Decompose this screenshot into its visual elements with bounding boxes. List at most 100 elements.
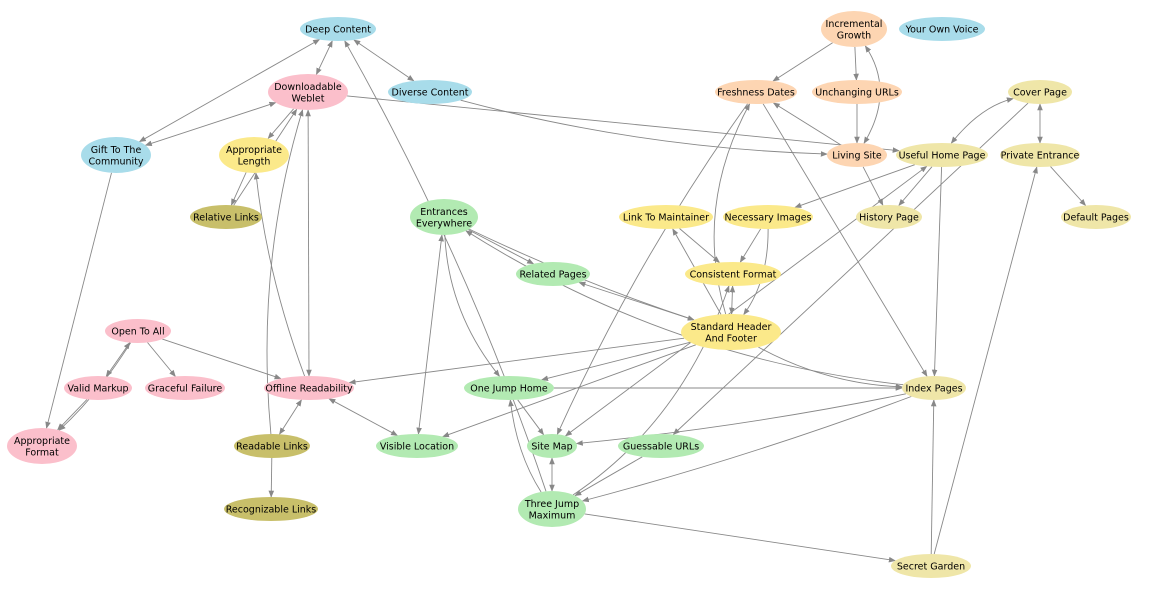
node-label-recognizable-links: Recognizable Links (226, 505, 317, 516)
node-site-map[interactable]: Site Map (527, 434, 577, 458)
node-label-appropriate-format: Appropriate (14, 436, 70, 447)
node-history-page[interactable]: History Page (856, 205, 922, 229)
node-label-entrances-everywhere: Entrances (420, 207, 468, 218)
node-useful-home-page[interactable]: Useful Home Page (896, 143, 988, 167)
node-related-pages[interactable]: Related Pages (516, 262, 590, 286)
node-shape-site-map (527, 434, 577, 458)
node-offline-readability[interactable]: Offline Readability (264, 376, 354, 400)
node-label-three-jump-maximum: Three Jump (524, 499, 579, 510)
node-valid-markup[interactable]: Valid Markup (64, 376, 132, 400)
node-visible-location[interactable]: Visible Location (376, 434, 458, 458)
node-label-visible-location: Visible Location (380, 442, 454, 453)
node-label-valid-markup: Valid Markup (67, 384, 128, 395)
node-shape-one-jump-home (464, 376, 554, 400)
node-label-link-to-maintainer: Link To Maintainer (623, 213, 709, 224)
edge-diverse-content-to-living-site (460, 99, 828, 157)
node-label-your-own-voice: Your Own Voice (905, 25, 979, 36)
node-shape-history-page (856, 205, 922, 229)
edge-incremental-growth-to-unchanging-urls (853, 46, 859, 81)
node-shape-guessable-urls (618, 434, 704, 458)
edge-standard-header-and-footer-to-visible-location (442, 344, 696, 438)
edge-private-entrance-to-default-pages (1050, 166, 1087, 207)
node-shape-useful-home-page (896, 143, 988, 167)
edge-cover-page-to-useful-home-page (950, 97, 1014, 144)
edge-three-jump-maximum-to-index-pages (581, 396, 912, 503)
edge-entrances-everywhere-to-index-pages (465, 230, 904, 386)
node-label-necessary-images: Necessary Images (725, 213, 812, 224)
node-shape-cover-page (1008, 80, 1072, 104)
node-living-site[interactable]: Living Site (827, 143, 887, 167)
node-label-living-site: Living Site (832, 151, 882, 162)
edge-standard-header-and-footer-to-related-pages (578, 281, 695, 321)
node-label-diverse-content: Diverse Content (392, 88, 469, 99)
node-consistent-format[interactable]: Consistent Format (685, 262, 781, 286)
node-diverse-content[interactable]: Diverse Content (388, 80, 472, 104)
node-label-freshness-dates: Freshness Dates (717, 88, 795, 99)
node-one-jump-home[interactable]: One Jump Home (464, 376, 554, 400)
node-open-to-all[interactable]: Open To All (105, 319, 171, 343)
node-deep-content[interactable]: Deep Content (300, 17, 376, 41)
node-recognizable-links[interactable]: Recognizable Links (224, 497, 318, 521)
node-shape-your-own-voice (899, 17, 985, 41)
node-label-appropriate-length: Appropriate (226, 145, 282, 156)
edges-layer (45, 39, 1087, 563)
node-label-standard-header-and-footer: And Footer (705, 333, 757, 344)
node-default-pages[interactable]: Default Pages (1061, 205, 1131, 229)
edge-standard-header-and-footer-to-offline-readability (348, 337, 685, 385)
edge-entrances-everywhere-to-related-pages (467, 229, 535, 265)
node-label-appropriate-format: Format (25, 447, 59, 458)
edge-appropriate-length-to-relative-links (230, 172, 247, 206)
node-shape-open-to-all (105, 319, 171, 343)
node-shape-three-jump-maximum (518, 491, 586, 527)
node-link-to-maintainer[interactable]: Link To Maintainer (619, 205, 713, 229)
node-shape-consistent-format (685, 262, 781, 286)
node-label-deep-content: Deep Content (305, 25, 371, 36)
node-shape-entrances-everywhere (410, 199, 478, 235)
node-freshness-dates[interactable]: Freshness Dates (715, 80, 797, 104)
node-label-default-pages: Default Pages (1063, 213, 1129, 224)
node-readable-links[interactable]: Readable Links (234, 434, 310, 458)
node-private-entrance[interactable]: Private Entrance (1000, 143, 1080, 167)
node-guessable-urls[interactable]: Guessable URLs (618, 434, 704, 458)
node-label-private-entrance: Private Entrance (1001, 151, 1080, 162)
node-label-useful-home-page: Useful Home Page (899, 151, 986, 162)
node-shape-readable-links (234, 434, 310, 458)
node-shape-link-to-maintainer (619, 205, 713, 229)
edge-one-jump-home-to-site-map (517, 399, 545, 436)
node-shape-default-pages (1061, 205, 1131, 229)
node-label-downloadable-weblet: Weblet (292, 93, 325, 104)
node-shape-valid-markup (64, 376, 132, 400)
node-label-appropriate-length: Length (238, 156, 271, 167)
node-your-own-voice[interactable]: Your Own Voice (899, 17, 985, 41)
node-shape-gift-to-the-community (81, 137, 151, 173)
node-necessary-images[interactable]: Necessary Images (723, 205, 813, 229)
node-shape-diverse-content (388, 80, 472, 104)
node-unchanging-urls[interactable]: Unchanging URLs (812, 80, 902, 104)
node-cover-page[interactable]: Cover Page (1008, 80, 1072, 104)
node-graceful-failure[interactable]: Graceful Failure (145, 376, 225, 400)
node-secret-garden[interactable]: Secret Garden (891, 554, 971, 578)
node-label-open-to-all: Open To All (111, 327, 164, 338)
node-label-incremental-growth: Growth (837, 30, 871, 41)
edge-offline-readability-to-readable-links (279, 399, 302, 435)
node-shape-living-site (827, 143, 887, 167)
node-index-pages[interactable]: Index Pages (902, 376, 966, 400)
node-relative-links[interactable]: Relative Links (190, 205, 262, 229)
edge-incremental-growth-to-freshness-dates (772, 42, 833, 82)
edge-link-to-maintainer-to-consistent-format (679, 228, 721, 263)
edge-entrances-everywhere-to-visible-location (416, 234, 444, 435)
node-label-gift-to-the-community: Community (89, 156, 144, 167)
node-label-downloadable-weblet: Downloadable (274, 82, 342, 93)
node-label-index-pages: Index Pages (905, 384, 962, 395)
node-shape-graceful-failure (145, 376, 225, 400)
edge-downloadable-weblet-to-gift-to-the-community (144, 101, 277, 146)
node-shape-offline-readability (264, 376, 354, 400)
